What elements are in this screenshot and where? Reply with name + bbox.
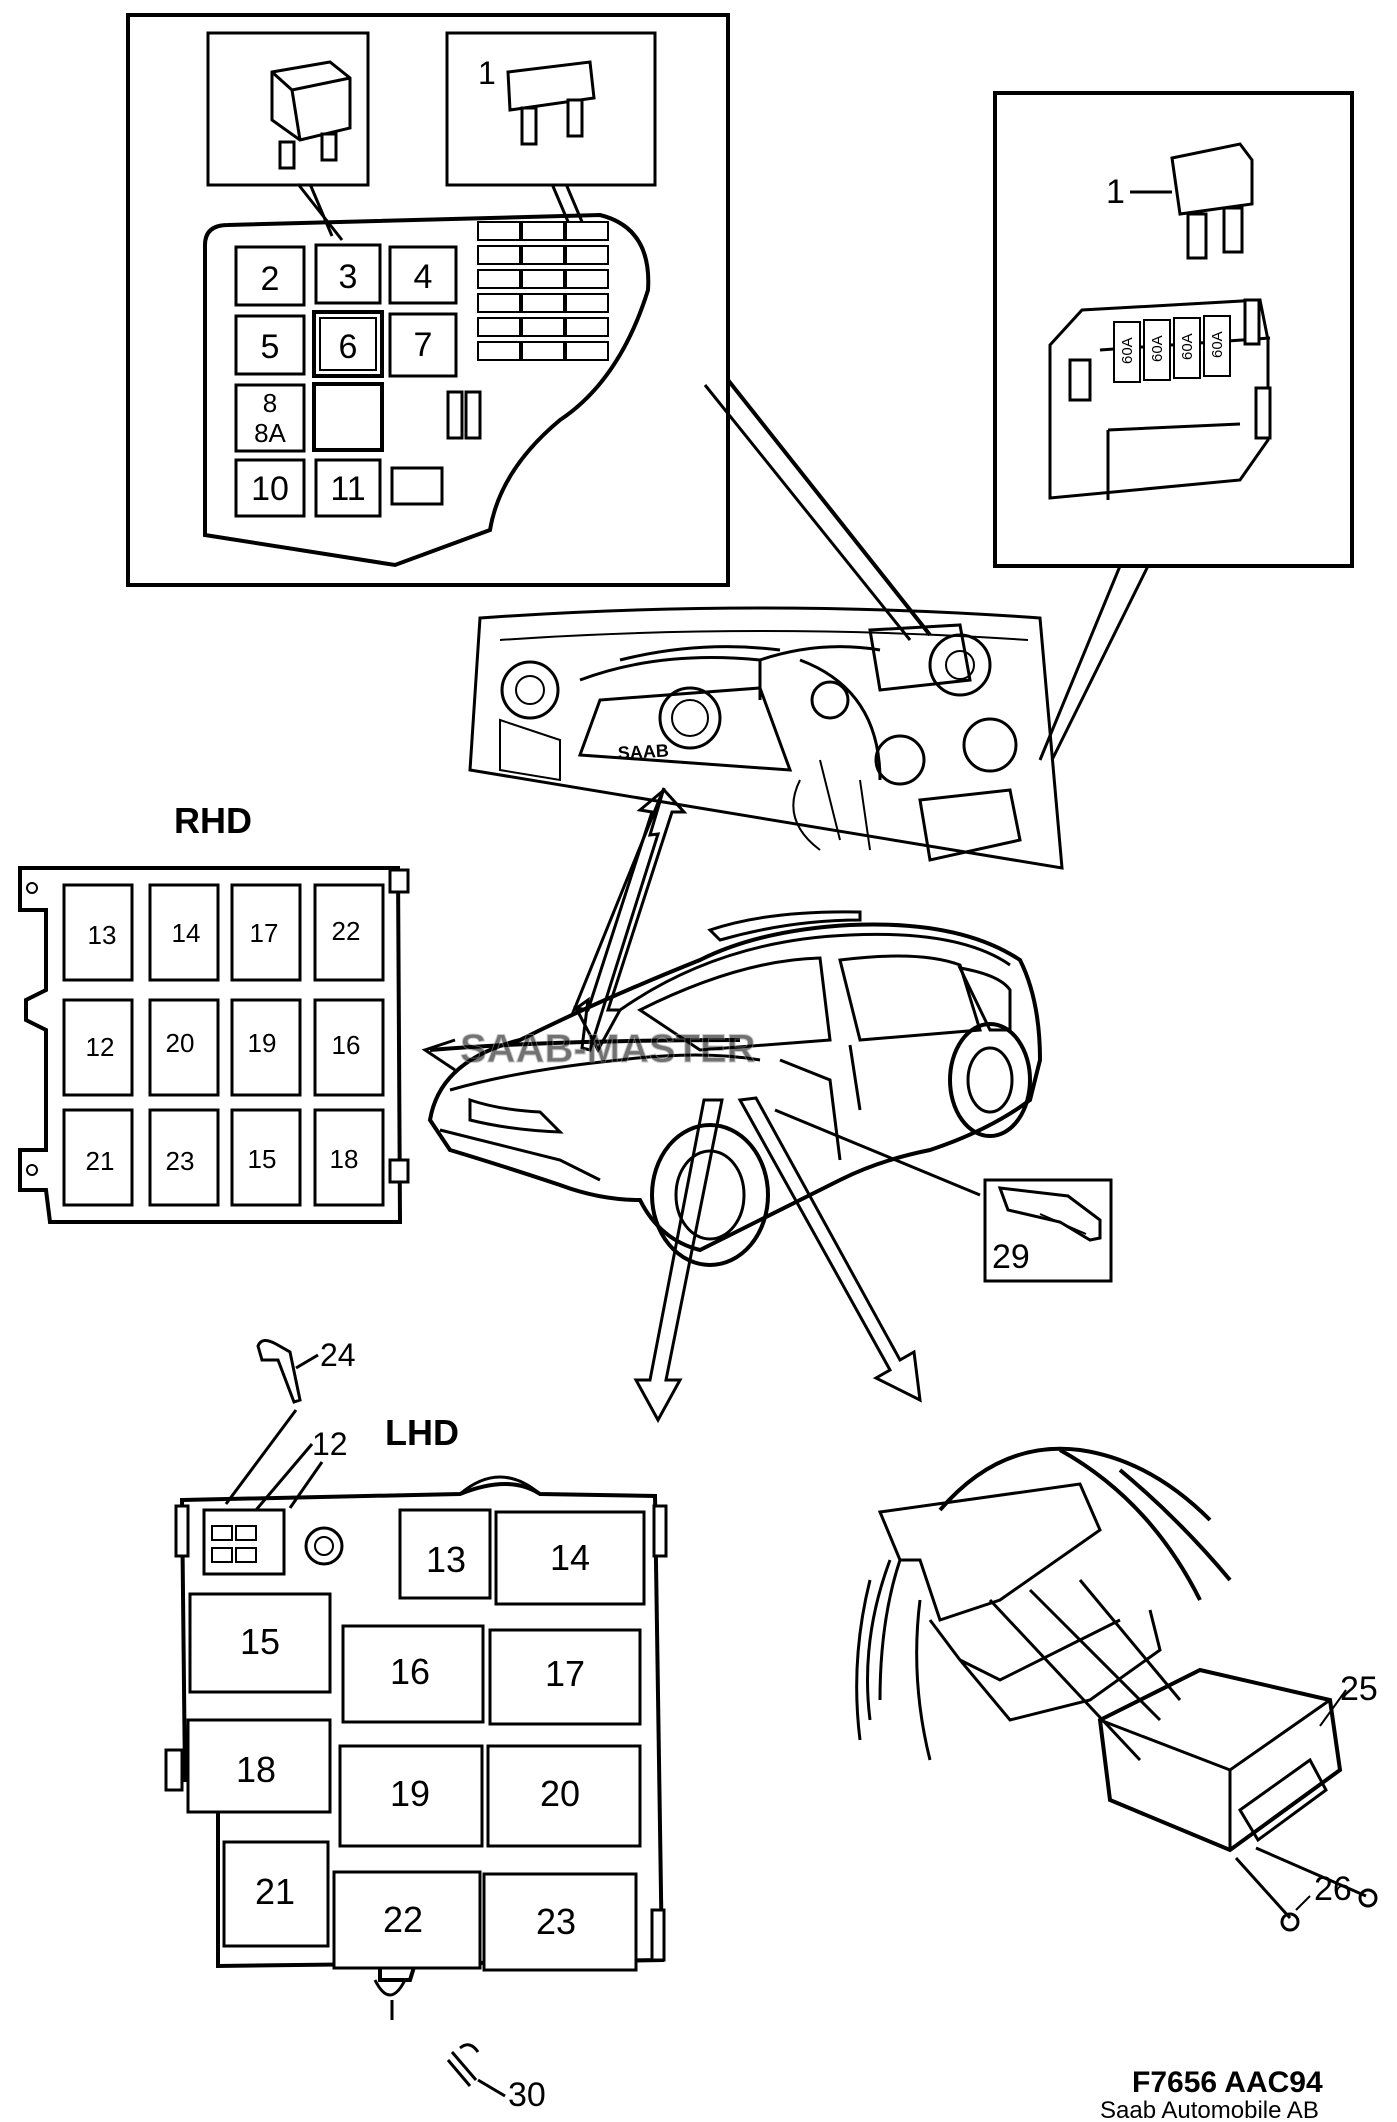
rhd-relay-22: 22: [332, 916, 361, 946]
mini-fuse-icon: [506, 60, 596, 146]
lhd-relay-20: 20: [540, 1773, 580, 1814]
rhd-relay-14: 14: [172, 918, 201, 948]
location-arrows: [421, 787, 922, 1424]
maxi-fuse-holder: 60A 60A 60A 60A: [1048, 298, 1272, 500]
lhd-relay-13: 13: [426, 1539, 466, 1580]
lhd-relay-17: 17: [545, 1653, 585, 1694]
rhd-relay-23: 23: [166, 1146, 195, 1176]
figure-code: F7656 AAC94: [1132, 2066, 1323, 2099]
lhd-relay-16: 16: [390, 1651, 430, 1692]
top-relay-2: 2: [261, 260, 280, 298]
rhd-relay-17: 17: [250, 918, 279, 948]
top-relay-7: 7: [414, 326, 433, 364]
callout-12-lhd: 12: [312, 1426, 348, 1462]
top-relay-6: 6: [339, 328, 358, 366]
top-relay-3: 3: [339, 258, 358, 296]
lhd-relay-23: 23: [536, 1901, 576, 1942]
rhd-relay-16: 16: [332, 1030, 361, 1060]
top-relay-panel: 1 2 3 4 5 6 7 8 8A: [126, 13, 932, 641]
callout-25: 25: [1340, 1670, 1378, 1708]
rhd-relay-box: RHD: [18, 800, 410, 1224]
callout-26: 26: [1314, 1870, 1352, 1908]
screw-30-icon: [446, 2043, 480, 2087]
rhd-relay-labels: 13 14 17 22 12 20 19 16 21 23 15 18: [86, 916, 361, 1176]
lhd-relay-18: 18: [236, 1749, 276, 1790]
lhd-relay-19: 19: [390, 1773, 430, 1814]
top-relay-slots: 2 3 4 5 6 7 8 8A 10 11: [234, 243, 482, 518]
engine-saab-badge: SAAB: [617, 740, 669, 763]
engine-bay-illustration: SAAB: [468, 606, 1064, 870]
rhd-relay-15: 15: [248, 1144, 277, 1174]
callout-1-maxi: 1: [1106, 173, 1125, 211]
rhd-relay-18: 18: [330, 1144, 359, 1174]
car-illustration: SAAB-MASTER: [427, 910, 1043, 1267]
maxi-fuse-rating-2: 60A: [1149, 335, 1166, 362]
maxi-fuse-icon: [1170, 142, 1254, 260]
lhd-relay-14: 14: [550, 1537, 590, 1578]
ecu-harness-illustration: 25 26: [855, 1446, 1378, 1932]
maxi-fuse-panel: 1 60A 60A 60A 60A: [993, 91, 1354, 761]
lhd-relay-slots: [186, 1508, 646, 1972]
maxi-fuse-rating-1: 60A: [1119, 337, 1136, 364]
top-fuse-grid: [477, 221, 609, 361]
rhd-title: RHD: [174, 800, 252, 841]
callout-29-panel: 29: [983, 1178, 1113, 1283]
top-relay-10: 10: [251, 470, 289, 508]
rhd-relay-12: 12: [86, 1032, 115, 1062]
relay-icon: [270, 60, 352, 170]
callout-29: 29: [992, 1238, 1030, 1276]
pin-24-icon: [256, 1339, 302, 1404]
rhd-relay-20: 20: [166, 1028, 195, 1058]
rhd-relay-slots: [62, 883, 385, 1207]
top-relay-5: 5: [261, 328, 280, 366]
lhd-relay-22: 22: [383, 1899, 423, 1940]
maxi-fuse-rating-3: 60A: [1179, 333, 1196, 360]
top-relay-4: 4: [414, 258, 433, 296]
callout-24: 24: [320, 1337, 356, 1373]
callout-1-top: 1: [478, 55, 496, 91]
top-relay-8: 8: [263, 388, 277, 418]
saab-master-watermark: SAAB-MASTER: [460, 1027, 756, 1071]
top-relay-8a: 8A: [254, 418, 286, 448]
rhd-relay-13: 13: [88, 920, 117, 950]
lhd-relay-21: 21: [255, 1871, 295, 1912]
rhd-relay-21: 21: [86, 1146, 115, 1176]
rhd-relay-19: 19: [248, 1028, 277, 1058]
copyright-text: Saab Automobile AB: [1100, 2097, 1319, 2122]
callout-30: 30: [508, 2076, 546, 2114]
maxi-fuse-rating-4: 60A: [1209, 331, 1226, 358]
lhd-relay-15: 15: [240, 1621, 280, 1662]
lhd-title: LHD: [385, 1412, 459, 1453]
lhd-relay-labels: 13 14 15 16 17 18 19 20 21 22 23: [236, 1537, 590, 1942]
top-relay-11: 11: [330, 470, 365, 508]
